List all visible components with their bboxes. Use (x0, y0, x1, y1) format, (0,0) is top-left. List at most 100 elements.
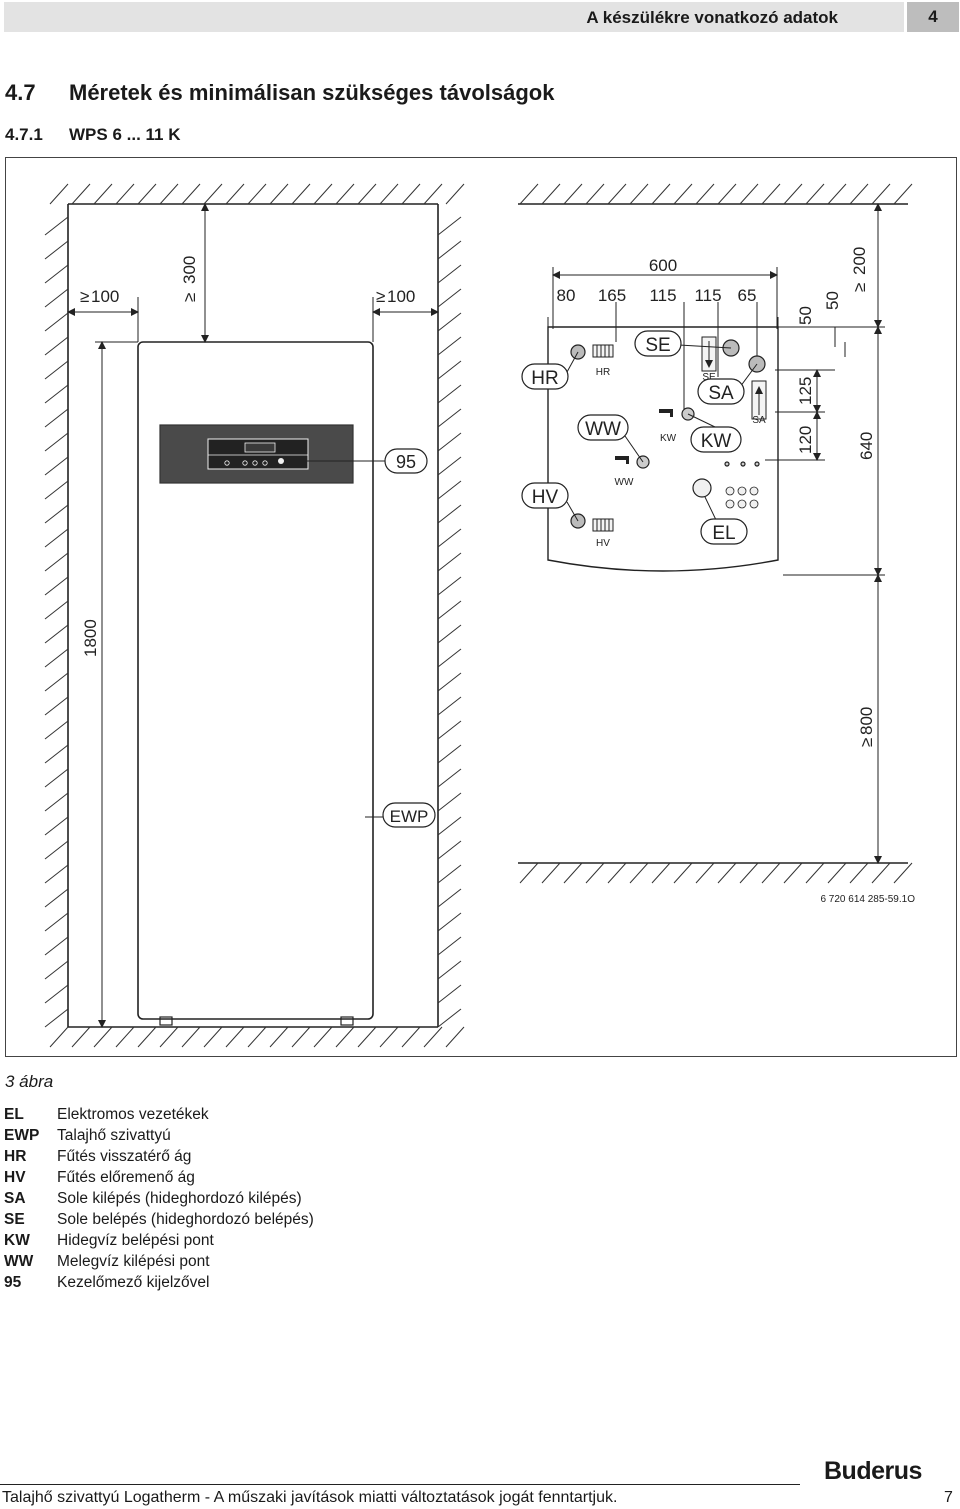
hatch-line (115, 183, 135, 205)
niche-walls (67, 203, 439, 1028)
hatch-line (44, 864, 69, 884)
hatch-line (629, 862, 649, 884)
callout-ewp-label: EWP (390, 807, 429, 826)
dim-w2: 165 (598, 286, 626, 305)
callout-hr-label: HR (531, 368, 558, 389)
hatch-line (379, 1026, 399, 1048)
page-number: 7 (944, 1489, 953, 1506)
hatch-line (423, 183, 443, 205)
callout-kw: KW (690, 426, 742, 453)
hatch-line (437, 456, 462, 476)
dimension-text-left: ≥ 100 ≥ 300 ≥ 100 1800 (80, 256, 415, 657)
legend-code: KW (4, 1231, 30, 1249)
hatch-line (437, 816, 462, 836)
sole-icon-sa (751, 380, 767, 420)
hatch-line (44, 336, 69, 356)
legend-code: WW (4, 1252, 34, 1270)
subsection-number: 4.7.1 (5, 125, 43, 144)
hatch-line (445, 183, 465, 205)
hatch-line (269, 1026, 289, 1048)
hatch-line (44, 432, 69, 452)
hatch-line (717, 862, 737, 884)
hatch-line (313, 183, 333, 205)
hatch-line (401, 183, 421, 205)
hatch-line (44, 384, 69, 404)
hatch-line (607, 862, 627, 884)
hatch-line (437, 912, 462, 932)
hatch-line (651, 862, 671, 884)
small-label-sa: SA (752, 415, 766, 426)
dim-width: 600 (649, 256, 677, 275)
hatch-line (437, 576, 462, 596)
hatch-line (44, 720, 69, 740)
hatch-line (44, 792, 69, 812)
hatch-line (49, 1026, 69, 1048)
hatch-line (783, 862, 803, 884)
dim-left-clearance-symbol: ≥ (80, 287, 89, 306)
hatch-line (71, 183, 91, 205)
legend-code: SA (4, 1190, 26, 1207)
hatch-line (225, 1026, 245, 1048)
unit-front (137, 341, 374, 1026)
port-el-gland (692, 478, 712, 498)
hatch-line (437, 864, 462, 884)
figure-code: 6 720 614 285-59.1O (820, 894, 915, 905)
dim-v4: 120 (796, 426, 815, 454)
hatch-line (49, 183, 69, 205)
radiator-icon-hv (592, 518, 614, 532)
hatch-line (247, 1026, 267, 1048)
hatch-line (423, 1026, 443, 1048)
hatch-line (437, 216, 462, 236)
hatch-line (629, 183, 649, 205)
sole-icon-se (701, 336, 717, 372)
section-title: Méretek és minimálisan szükséges távolsá… (69, 80, 555, 105)
dim-depth: 640 (857, 432, 876, 460)
unit-top-view (547, 317, 779, 572)
hatch-line (44, 624, 69, 644)
hatch-line (93, 183, 113, 205)
hatch-line (541, 183, 561, 205)
dim-front-clearance: 800 (857, 707, 876, 735)
hatch-line (673, 183, 693, 205)
hatch-line (437, 360, 462, 380)
dim-v3: 125 (796, 377, 815, 405)
hatch-line (44, 744, 69, 764)
dim-top-right-clearance: 200 (850, 247, 869, 275)
hatch-line (181, 183, 201, 205)
callout-sa: SA (697, 378, 745, 405)
hatch-line (44, 960, 69, 980)
hatch-line (437, 552, 462, 572)
hatch-line (44, 672, 69, 692)
hatch-line (44, 840, 69, 860)
floor-ceiling-hatch (519, 183, 913, 884)
control-panel (159, 424, 354, 484)
hatch-line (805, 183, 825, 205)
hatch-line (445, 1026, 465, 1048)
hatch-line (44, 528, 69, 548)
legend-text: Kezelőmező kijelzővel (57, 1273, 210, 1291)
hatch-line (225, 183, 245, 205)
dim-w5: 65 (738, 286, 757, 305)
callout-ww-label: WW (585, 419, 621, 440)
callout-sa-label: SA (708, 383, 734, 404)
hatch-line (44, 576, 69, 596)
hatch-line (519, 862, 539, 884)
legend-code: EL (4, 1106, 24, 1124)
hatch-line (437, 408, 462, 428)
hatch-line (437, 312, 462, 332)
hatch-line (44, 264, 69, 284)
dimension-lines-left (67, 203, 439, 1028)
wall-hatch (44, 183, 465, 1048)
dimension-figure: ≥ 100 ≥ 300 ≥ 100 1800 95 EWP (5, 157, 957, 1057)
hatch-line (893, 183, 913, 205)
callout-ewp: EWP (382, 802, 436, 828)
legend-text: Melegvíz kilépési pont (57, 1252, 210, 1270)
hatch-line (44, 360, 69, 380)
callout-hr: HR (521, 363, 569, 390)
chapter-number: 4 (907, 2, 959, 32)
callout-se-label: SE (645, 335, 670, 356)
hatch-line (805, 862, 825, 884)
hatch-line (137, 183, 157, 205)
